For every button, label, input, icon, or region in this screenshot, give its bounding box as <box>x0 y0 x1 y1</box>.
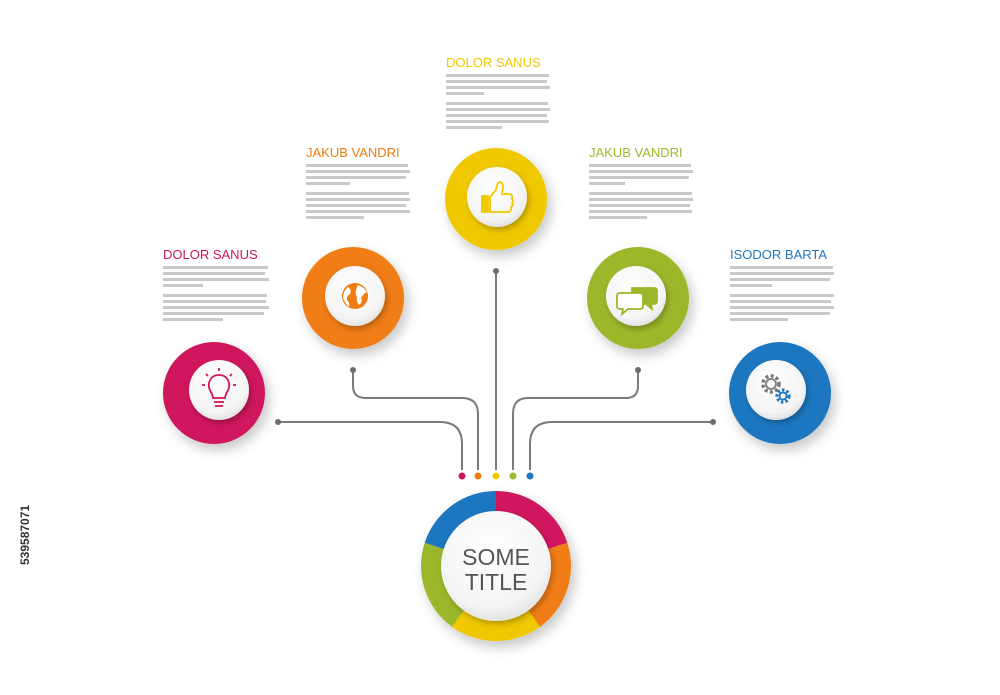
center-inner-circle <box>441 511 551 621</box>
connector-5 <box>529 421 713 470</box>
gears-icon <box>761 374 791 404</box>
item-1-inner <box>189 360 249 420</box>
item-3-inner <box>467 167 527 227</box>
color-dot-5 <box>526 472 534 480</box>
item-5-placeholder-text <box>730 266 834 321</box>
thumbs-up-icon <box>481 181 514 213</box>
color-dot-2 <box>474 472 482 480</box>
connectors <box>275 268 716 470</box>
color-dots <box>458 472 534 480</box>
connector-endpoint <box>493 268 499 274</box>
connector-endpoint <box>275 419 281 425</box>
globe-icon <box>342 283 368 309</box>
color-dot-3 <box>492 472 500 480</box>
item-3: DOLOR SANUS <box>445 55 550 250</box>
connector-endpoint <box>710 419 716 425</box>
center-title-line1: SOME <box>462 544 530 570</box>
color-dot-4 <box>509 472 517 480</box>
chat-bubbles-icon <box>616 287 658 317</box>
item-5: ISODOR BARTA <box>729 247 834 444</box>
item-2: JAKUB VANDRI <box>302 145 410 349</box>
connector-endpoint <box>635 367 641 373</box>
item-5-title: ISODOR BARTA <box>730 247 827 262</box>
item-4-title: JAKUB VANDRI <box>589 145 683 160</box>
connector-2 <box>352 370 479 470</box>
item-1-placeholder-text <box>163 266 269 321</box>
connector-4 <box>512 370 639 470</box>
item-1: DOLOR SANUS <box>163 247 269 444</box>
side-id-text: 539587071 <box>18 505 32 565</box>
item-2-placeholder-text <box>306 164 410 219</box>
item-2-title: JAKUB VANDRI <box>306 145 400 160</box>
color-dot-1 <box>458 472 466 480</box>
connector-endpoint <box>350 367 356 373</box>
item-4-placeholder-text <box>589 164 693 219</box>
center-title-line2: TITLE <box>465 569 528 595</box>
item-3-placeholder-text <box>446 74 550 129</box>
connector-1 <box>278 421 463 470</box>
item-3-title: DOLOR SANUS <box>446 55 541 70</box>
item-1-title: DOLOR SANUS <box>163 247 258 262</box>
lightbulb-icon <box>202 368 236 407</box>
item-4: JAKUB VANDRI <box>587 145 693 349</box>
